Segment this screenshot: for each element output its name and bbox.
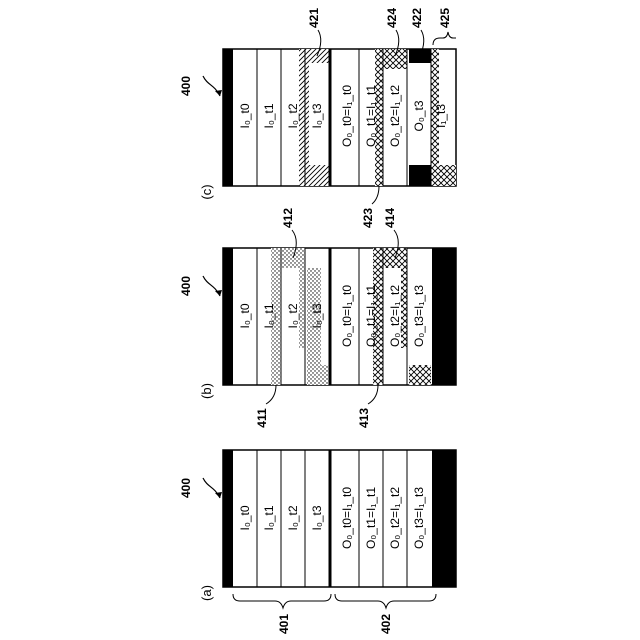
figure-number-label: 400 [179,276,193,296]
arrow-head [215,290,222,296]
input-cell-label: I₀_t3 [310,103,324,128]
brace-outputs [335,594,436,608]
leader-413 [368,385,378,404]
output-cell-label: O₀_t3 [412,100,426,131]
input-cell-label: I₀_t1 [262,505,276,530]
output-cell-label: I₁_t3 [434,104,448,128]
hatched-bottom-block [307,165,329,186]
output-cell-label: O₀_t2=I₁_t2 [388,85,402,147]
ref-422: 422 [410,8,424,28]
input-cell-label: I₀_t3 [310,505,324,530]
output-cell-label: O₀_t3=I₁_t3 [412,285,426,347]
output-cell-label: O₀_t0=I₁_t0 [340,285,354,347]
black-end-left [223,49,233,186]
cross-bottom-block [409,365,431,385]
input-cell-label: I₀_t1 [262,303,276,328]
panel-label: (a) [199,585,214,601]
ref-421: 421 [307,8,321,28]
ref-401: 401 [277,614,291,634]
dotted-bottom-block [307,365,329,385]
black-end-right [432,248,456,385]
panel-c: 400 I₀_t0 I₀_t1 I₀_t2 I₀_t3 O₀_t0=I₁_t0 … [179,8,456,228]
black-block [409,165,431,186]
output-cell-label: O₀_t1=I₁_t1 [364,487,378,549]
ref-402: 402 [379,614,393,634]
black-end-left [223,450,233,587]
output-cell-label: O₀_t3=I₁_t3 [412,487,426,549]
leader-411 [266,385,276,404]
arrow-head [215,90,222,96]
black-end-left [223,248,233,385]
figure-number-label: 400 [179,478,193,498]
input-cell-label: I₀_t0 [238,303,252,328]
black-end-right [432,450,456,587]
input-cell-label: I₀_t2 [286,505,300,530]
input-cell-label: I₀_t2 [286,103,300,128]
arrow-head [215,492,222,498]
panel-b: 400 I₀_t0 I₀_t1 I₀_t2 I₀_t3 O₀_t0=I₁_t0 … [179,208,456,428]
ref-412: 412 [281,208,295,228]
figure-number-label: 400 [179,76,193,96]
ref-411: 411 [255,408,269,428]
input-cell-label: I₀_t2 [286,303,300,328]
ref-423: 423 [361,208,375,228]
output-cell-label: O₀_t1=I₁_t1 [364,285,378,347]
cross-bottom-block [431,165,456,186]
ref-413: 413 [357,408,371,428]
brace-425 [433,32,456,45]
output-cell-label: O₀_t0=I₁_t0 [340,487,354,549]
input-cell-label: I₀_t0 [238,103,252,128]
brace-inputs [233,594,331,608]
output-cell-label: O₀_t1=I₁_t1 [364,85,378,147]
output-cell-label: O₀_t0=I₁_t0 [340,85,354,147]
input-cell-label: I₀_t1 [262,103,276,128]
panel-a: 400 I₀_t0 I₀_t1 I₀_t2 I₀_t3 O₀_t0=I₁_t0 … [179,450,456,634]
input-cell-label: I₀_t0 [238,505,252,530]
panel-label: (b) [199,383,214,399]
ref-425: 425 [438,8,452,28]
cross-top-block [383,49,407,69]
ref-424: 424 [385,8,399,28]
leader-423 [372,186,379,204]
panel-label: (c) [199,184,214,199]
output-cell-label: O₀_t2=I₁_t2 [388,487,402,549]
ref-414: 414 [383,208,397,228]
input-cell-label: I₀_t3 [310,303,324,328]
output-cell-label: O₀_t2=I₁_t2 [388,285,402,347]
